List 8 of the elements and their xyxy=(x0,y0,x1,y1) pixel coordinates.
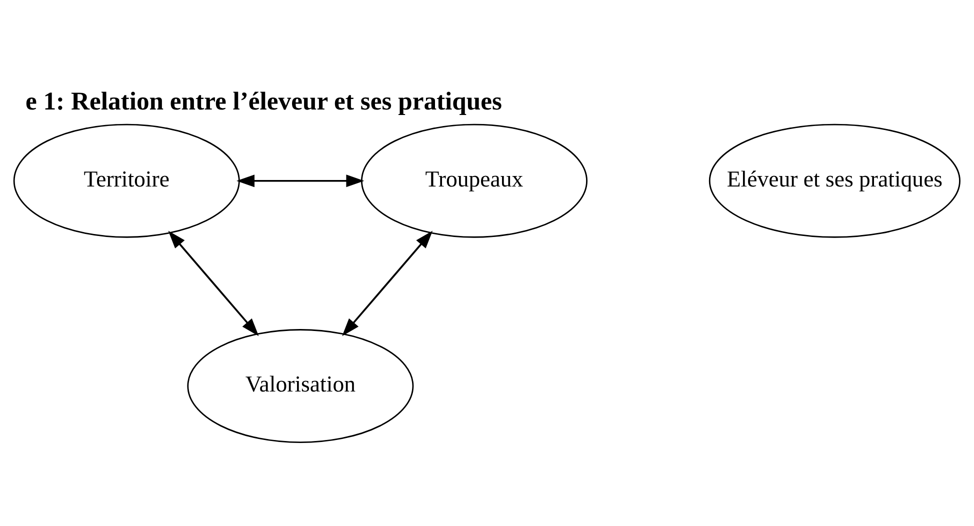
node-ellipse: Territoire xyxy=(13,123,240,238)
node-ellipse: Troupeaux xyxy=(360,123,588,238)
arrow xyxy=(236,174,364,187)
arrow xyxy=(342,230,433,336)
arrow xyxy=(168,230,259,336)
node-ellipse: Eléveur et ses pratiques xyxy=(708,123,960,238)
node-ellipse: Valorisation xyxy=(187,328,414,443)
diagram-title: e 1: Relation entre l’éleveur et ses pratiques xyxy=(25,86,502,115)
